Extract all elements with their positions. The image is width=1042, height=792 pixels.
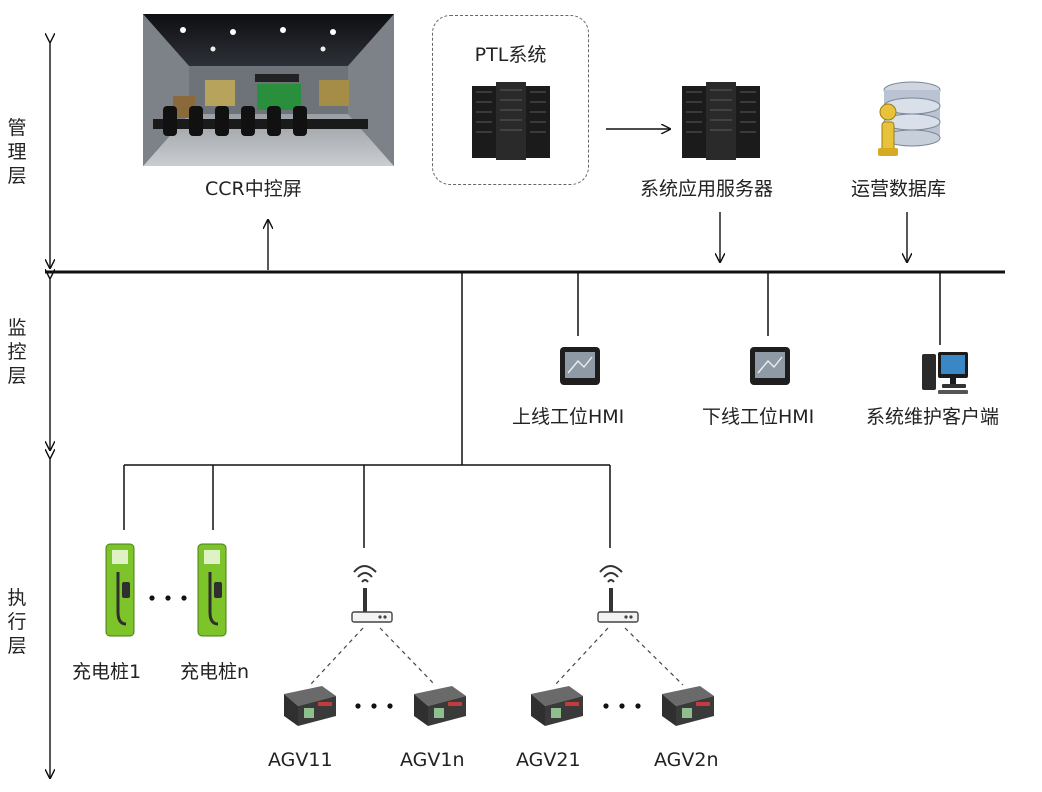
charger-1-icon xyxy=(105,543,135,637)
ptl-title: PTL系统 xyxy=(474,44,547,66)
agv-11-icon xyxy=(284,686,336,726)
ccr-label: CCR中控屏 xyxy=(205,178,302,200)
layer-label-execution: 执行层 xyxy=(7,587,27,657)
database-label: 运营数据库 xyxy=(851,178,947,200)
ellipsis-agv-group2 xyxy=(603,703,641,709)
ptl-system-box: PTL系统 xyxy=(432,15,589,185)
layer-label-management: 管理层 xyxy=(7,117,27,187)
maintenance-client-label: 系统维护客户端 xyxy=(866,406,1000,428)
agv-21-icon xyxy=(531,686,583,726)
layer-label-monitor: 监控层 xyxy=(7,317,27,387)
app-server-icon xyxy=(682,82,760,160)
app-server-label: 系统应用服务器 xyxy=(640,178,774,200)
ptl-server-icon xyxy=(472,82,550,160)
ellipsis-agv-group1 xyxy=(355,703,393,709)
charger-n-label: 充电桩n xyxy=(180,661,250,683)
wireless-ap-1-icon xyxy=(351,565,393,623)
agv-1n-icon xyxy=(414,686,466,726)
ellipsis-chargers xyxy=(149,595,187,601)
ccr-control-room-image xyxy=(143,14,394,166)
database-icon xyxy=(878,81,941,156)
hmi-offline-icon xyxy=(750,347,790,385)
hmi-offline-label: 下线工位HMI xyxy=(702,406,815,428)
maintenance-pc-icon xyxy=(922,352,968,394)
charger-n-icon xyxy=(197,543,227,637)
hmi-online-icon xyxy=(560,347,600,385)
agv-2n-label: AGV2n xyxy=(654,749,719,771)
agv-1n-label: AGV1n xyxy=(400,749,465,771)
charger-1-label: 充电桩1 xyxy=(72,661,142,683)
agv-2n-icon xyxy=(662,686,714,726)
agv-21-label: AGV21 xyxy=(516,749,581,771)
hmi-online-label: 上线工位HMI xyxy=(512,406,625,428)
agv-11-label: AGV11 xyxy=(268,749,333,771)
wireless-ap-2-icon xyxy=(597,565,639,623)
